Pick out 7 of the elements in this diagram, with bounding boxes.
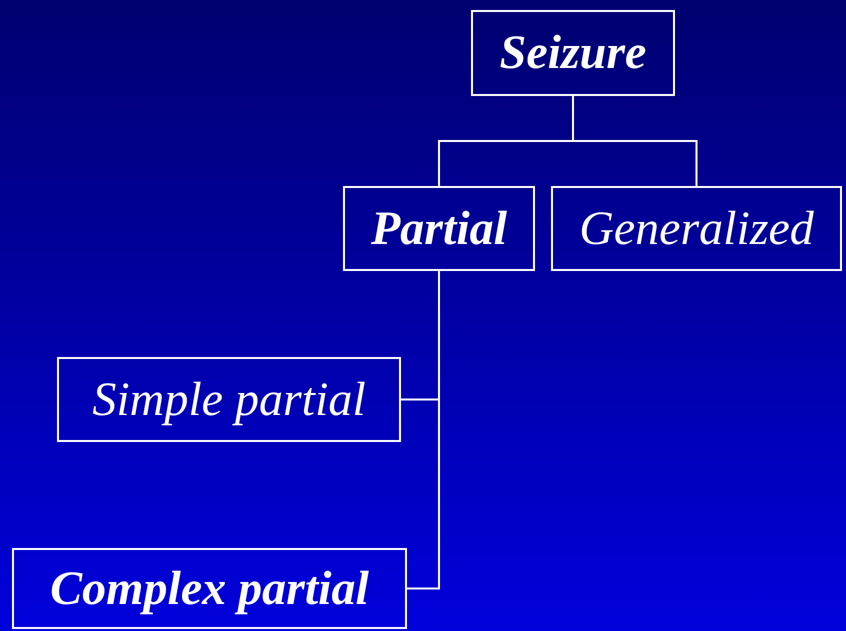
category-box: Simple partial (57, 357, 401, 442)
category-box: Seizure (471, 10, 675, 96)
connector-line (407, 271, 440, 590)
connector-line (572, 96, 698, 186)
category-box: Partial (343, 186, 535, 271)
category-box: Generalized (551, 186, 842, 271)
category-box: Complex partial (12, 548, 407, 629)
